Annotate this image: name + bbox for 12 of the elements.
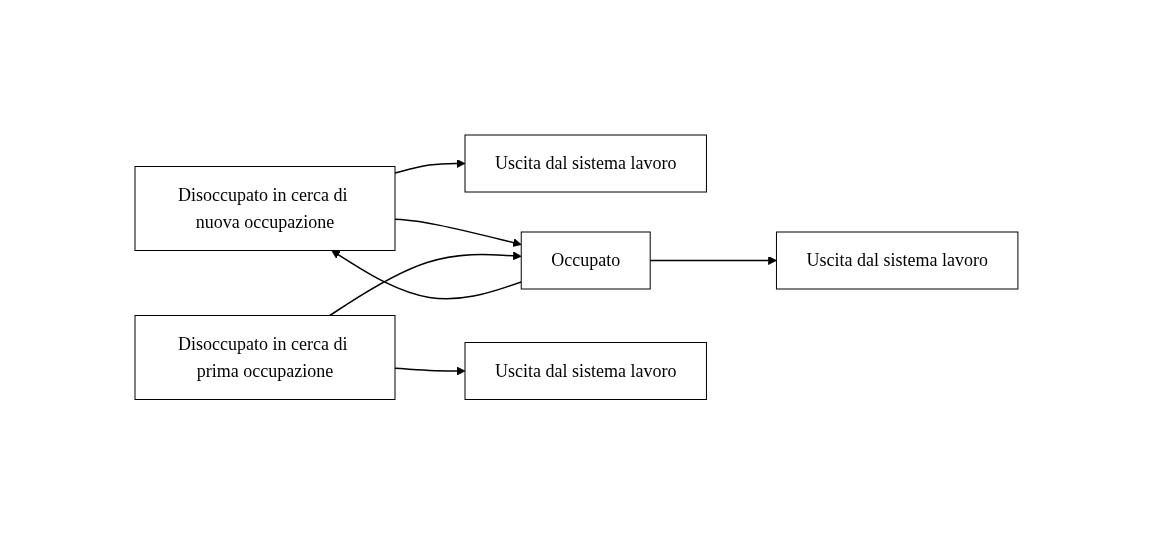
node-box: Occupato: [520, 231, 651, 290]
arrow: [649, 256, 777, 266]
arrow: [329, 251, 522, 317]
arrow: [394, 366, 466, 376]
node-box: Disoccupato in cerca di nuova occupazione: [134, 166, 396, 252]
arrow: [394, 218, 522, 248]
node-box: Disoccupato in cerca di prima occupazione: [134, 315, 396, 401]
node-box: Uscita dal sistema lavoro: [464, 342, 707, 401]
node-box: Uscita dal sistema lavoro: [776, 231, 1019, 290]
node-box: Uscita dal sistema lavoro: [464, 134, 707, 193]
arrow: [331, 250, 523, 300]
arrow: [394, 159, 466, 175]
